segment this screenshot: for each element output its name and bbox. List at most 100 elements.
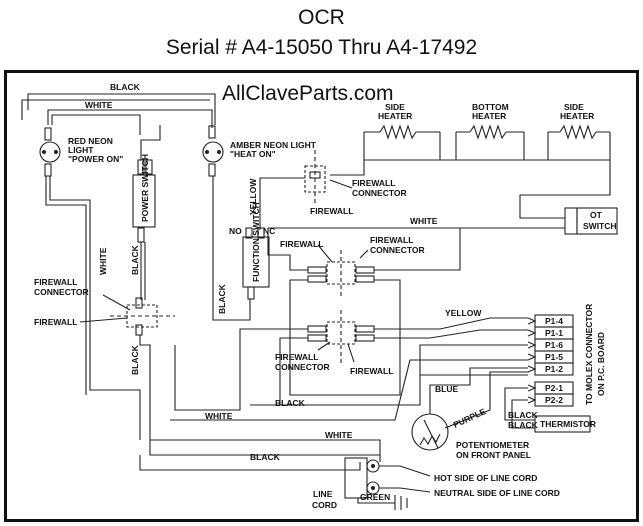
- nc-label: NC: [263, 226, 275, 236]
- wire-black-low-stub: [279, 337, 308, 405]
- line-cord-b: CORD: [312, 500, 337, 510]
- leader-neutral-side: [379, 487, 431, 493]
- side-heater-1-b: HEATER: [378, 111, 412, 121]
- diagram-header: OCR Serial # A4-15050 Thru A4-17492: [0, 0, 643, 68]
- white-low-label: WHITE: [205, 411, 233, 421]
- firewall-connector-left-a: FIREWALL: [34, 277, 77, 287]
- heat-on-label: "HEAT ON": [230, 149, 276, 159]
- leader-firewall-left: [79, 317, 128, 323]
- p1-5-label: P1-5: [545, 352, 563, 362]
- yellow-right-label: YELLOW: [445, 308, 482, 318]
- black-function-label: BLACK: [217, 283, 227, 314]
- side-heater-2: [548, 124, 610, 140]
- firewall-top-label: FIREWALL: [310, 206, 353, 216]
- potentiometer-a: POTENTIOMETER: [456, 440, 529, 450]
- leader-fw-conn-top: [329, 179, 353, 189]
- p1-1-label: P1-1: [545, 328, 563, 338]
- to-molex-a: TO MOLEX CONNECTOR: [584, 304, 594, 405]
- wire-purple: [444, 371, 528, 429]
- function-switch: [242, 227, 270, 300]
- firewall-connector-mid-b: CONNECTOR: [370, 245, 425, 255]
- molex-pins-p1: [527, 314, 574, 376]
- light-label: LIGHT: [68, 145, 94, 155]
- power-switch-label: POWER SWITCH: [140, 154, 150, 222]
- firewall-connector-low-b: CONNECTOR: [275, 362, 330, 372]
- white-left-label: WHITE: [98, 247, 108, 275]
- white-top-label: WHITE: [85, 100, 113, 110]
- diagram-title: OCR: [298, 6, 345, 29]
- black-therm-2-label: BLACK: [508, 420, 539, 430]
- wire-therm-2: [511, 399, 535, 429]
- ground-symbol: [357, 495, 408, 510]
- firewall-connector-left: [126, 297, 158, 336]
- firewall-connector-top-a: FIREWALL: [352, 178, 395, 188]
- leader-firewall-connector-left: [102, 294, 131, 311]
- leader-hot-side: [379, 465, 431, 477]
- wire-blue: [429, 367, 528, 414]
- watermark-text: AllClaveParts.com: [222, 82, 394, 105]
- power-on-label: "POWER ON": [68, 154, 123, 164]
- wire-black-top: [27, 93, 216, 125]
- wire-black-bottom: [139, 455, 361, 471]
- firewall-mid-left-label: FIREWALL: [280, 239, 323, 249]
- firewall-connector-left-b: CONNECTOR: [34, 287, 89, 297]
- amber-neon-light: [202, 125, 224, 177]
- leader-fw-conn-mid: [359, 249, 369, 259]
- wire-white-top: [47, 109, 213, 128]
- diagram-frame: [4, 70, 639, 522]
- wire-p1-5: [170, 359, 528, 421]
- black-therm-1-label: BLACK: [508, 410, 539, 420]
- leader-fw-mid: [317, 244, 333, 263]
- potentiometer-b: ON FRONT PANEL: [456, 450, 531, 460]
- diagram-subtitle: Serial # A4-15050 Thru A4-17492: [165, 36, 478, 59]
- wire-mid-loop: [289, 279, 401, 396]
- black-left-lower-label: BLACK: [130, 344, 140, 375]
- black-top-label: BLACK: [110, 82, 141, 92]
- wire-nc-to-mid: [267, 228, 308, 271]
- no-label: NO: [229, 226, 242, 236]
- amber-neon-label: AMBER NEON LIGHT: [230, 140, 317, 150]
- function-switch-label: FUNCTION SWITCH: [251, 202, 261, 282]
- side-heater-1: [364, 124, 440, 140]
- heater-loop-3: [547, 132, 611, 161]
- blue-label: BLUE: [435, 384, 458, 394]
- firewall-connector-top-b: CONNECTOR: [352, 188, 407, 198]
- neutral-side-label: NEUTRAL SIDE OF LINE CORD: [434, 488, 560, 498]
- bottom-heater-a: BOTTOM: [472, 102, 509, 112]
- wire-heater-to-ot: [519, 160, 611, 219]
- black-bottom-label: BLACK: [250, 452, 281, 462]
- wire-white-bottom: [150, 439, 381, 462]
- black-left-label: BLACK: [130, 244, 140, 275]
- wire-yellow: [259, 177, 305, 230]
- red-neon-label: RED NEON: [68, 136, 113, 146]
- yellow-vertical-label: YELLOW: [248, 178, 258, 215]
- molex-pins-p2: [527, 381, 574, 407]
- purple-label: PURPLE: [452, 406, 488, 430]
- potentiometer: [411, 413, 449, 451]
- wire-left-white: [49, 176, 141, 440]
- side-heater-1-a: SIDE: [385, 102, 405, 112]
- wire-white-low: [174, 328, 308, 411]
- wire-mid-to-white: [374, 228, 461, 271]
- white-bottom-label: WHITE: [325, 430, 353, 440]
- to-molex-b: ON P.C. BOARD: [596, 332, 606, 396]
- p1-6-label: P1-6: [545, 340, 563, 350]
- side-heater-2-a: SIDE: [564, 102, 584, 112]
- wire-therm-1: [504, 387, 535, 421]
- heater-loop-2: [455, 132, 525, 161]
- thermistor-box: [534, 415, 591, 433]
- leader-fw-conn-low: [317, 341, 331, 351]
- wire-p1-1: [374, 329, 528, 339]
- ot-switch-b: SWITCH: [583, 221, 617, 231]
- ot-switch: [564, 207, 618, 235]
- wire-power-switch-up: [140, 125, 161, 160]
- bottom-heater: [456, 124, 524, 140]
- wire-yellow-right: [374, 317, 528, 330]
- wire-left-black: [45, 176, 87, 395]
- green-label: GREEN: [360, 492, 390, 502]
- p2-2-label: P2-2: [545, 395, 563, 405]
- side-heater-2-b: HEATER: [560, 111, 594, 121]
- wire-white-top-b: [51, 114, 141, 135]
- black-low-label: BLACK: [275, 398, 306, 408]
